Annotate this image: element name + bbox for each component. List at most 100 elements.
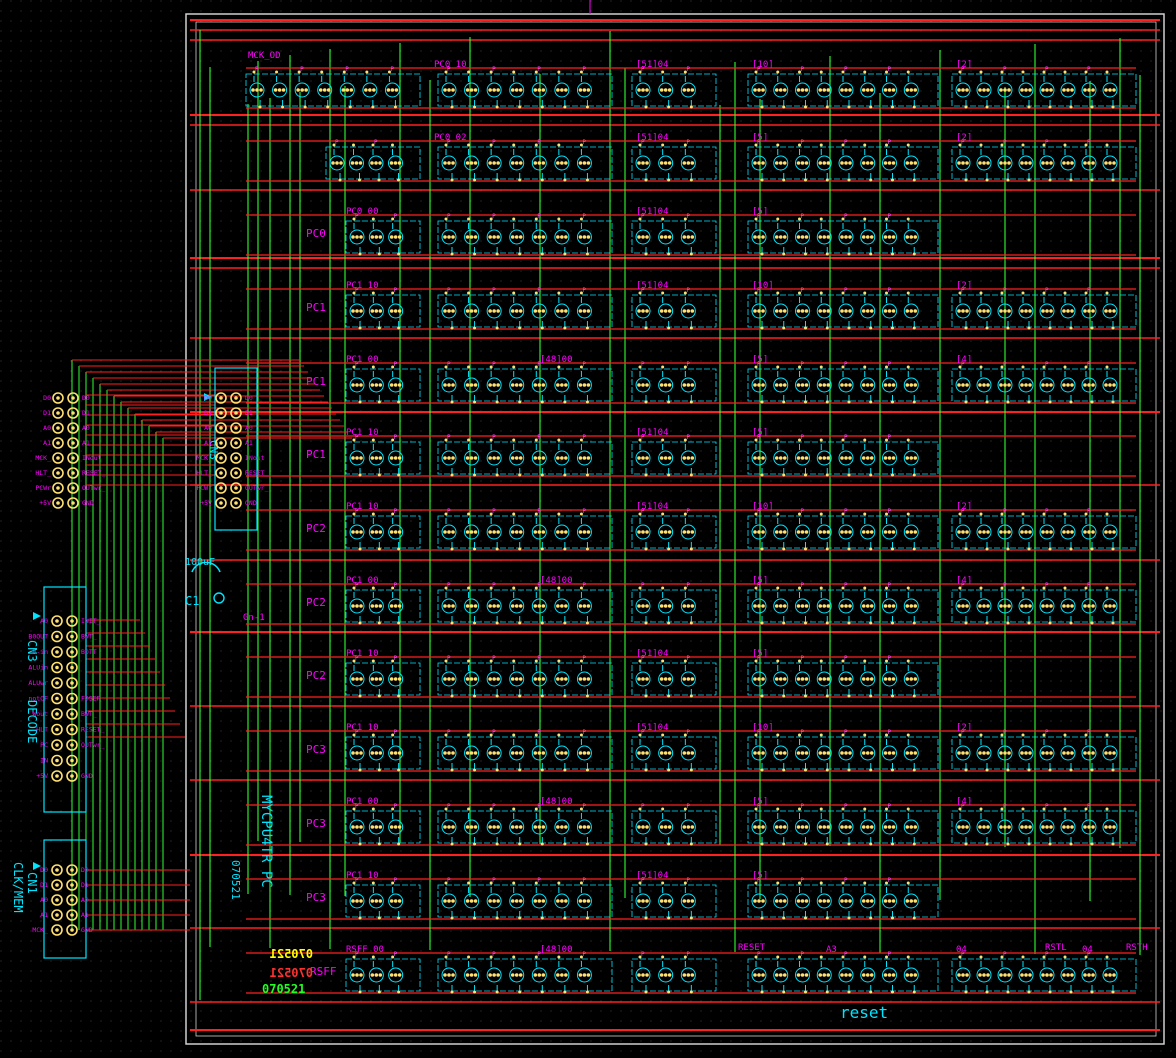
transistor-outline <box>773 229 789 245</box>
transistor-outline <box>576 524 592 540</box>
pad <box>637 751 641 755</box>
block-label: [5] <box>752 207 768 217</box>
pad <box>1063 586 1067 590</box>
transistor-outline <box>441 671 457 687</box>
pad <box>351 751 355 755</box>
pad <box>804 88 809 92</box>
pad <box>374 383 379 387</box>
pad <box>659 235 664 239</box>
pad <box>645 899 649 903</box>
transistor-outline <box>795 671 810 687</box>
transistor-outline <box>635 967 651 983</box>
connector-pin-label: notCF <box>28 695 48 703</box>
pad <box>819 659 823 663</box>
pad <box>518 825 523 829</box>
transistor-outline <box>976 967 992 983</box>
pad <box>473 161 478 165</box>
pad <box>397 161 402 165</box>
transistor-outline <box>531 967 547 983</box>
transistor-outline <box>838 967 854 983</box>
pad <box>661 365 665 369</box>
connector-pad-hole <box>234 426 238 430</box>
pad <box>518 530 523 534</box>
pad <box>840 751 844 755</box>
pad <box>391 659 395 663</box>
pad <box>667 621 671 625</box>
pad <box>303 105 307 109</box>
pad <box>556 161 560 165</box>
transistor-outline <box>486 229 502 245</box>
connector-pad <box>51 739 63 751</box>
transistor-outline <box>680 155 696 171</box>
transistor-outline <box>976 155 992 171</box>
transistor-outline <box>1039 598 1055 614</box>
pad <box>887 677 892 681</box>
block-outline <box>437 368 613 402</box>
pad <box>391 733 395 737</box>
pad <box>800 235 805 239</box>
pad <box>999 383 1003 387</box>
pad <box>825 400 829 404</box>
pad <box>473 825 478 829</box>
connector-pad-hole <box>70 883 74 887</box>
pad <box>800 825 805 829</box>
transistor-outline <box>658 671 674 687</box>
pad <box>778 530 783 534</box>
connector-pad-hole <box>219 471 223 475</box>
transistor-outline <box>816 671 832 687</box>
pad <box>397 473 401 477</box>
pad <box>847 694 851 698</box>
transistor-outline <box>388 155 403 171</box>
pad <box>798 512 801 516</box>
pad <box>1091 973 1095 977</box>
pad <box>885 143 888 147</box>
pad <box>885 807 888 811</box>
transistor-outline <box>1081 377 1097 393</box>
connector-pad <box>230 392 242 404</box>
pad <box>958 512 962 516</box>
pad <box>1084 512 1088 516</box>
pad <box>760 768 764 772</box>
pad <box>556 309 560 313</box>
pad <box>661 438 665 442</box>
pad <box>1062 751 1066 755</box>
pad <box>512 143 516 147</box>
pad <box>541 235 546 239</box>
connector-pad-hole <box>70 619 74 623</box>
pad <box>978 383 982 387</box>
pad <box>826 973 831 977</box>
pad <box>644 400 648 404</box>
pad <box>492 677 496 681</box>
pad <box>252 70 256 74</box>
pad <box>800 456 805 460</box>
pin-label: P <box>844 361 848 368</box>
header-pin-label: PCWr <box>35 484 51 492</box>
pin-label: P <box>1087 803 1091 810</box>
pad <box>778 456 783 460</box>
block-label: PC1 00 <box>346 355 379 365</box>
pad <box>1104 530 1108 534</box>
pad <box>822 383 827 387</box>
pad <box>1007 383 1011 387</box>
pad <box>1000 291 1004 295</box>
pad <box>891 161 896 165</box>
pad <box>397 825 402 829</box>
pad <box>397 178 400 182</box>
pad <box>391 881 395 885</box>
pad <box>563 621 567 625</box>
pad <box>645 235 649 239</box>
pad <box>686 677 691 681</box>
pad <box>958 365 962 369</box>
transistor-outline <box>388 524 404 540</box>
pad <box>557 70 561 74</box>
pin-label: P <box>394 213 398 220</box>
block-outline <box>951 294 1137 328</box>
pad <box>804 326 807 330</box>
pad <box>761 825 765 829</box>
pad <box>667 473 671 477</box>
pad <box>645 456 649 460</box>
block-outline <box>631 294 717 328</box>
connector-pin-label: OUTwr_ <box>245 484 269 492</box>
pad <box>957 530 961 534</box>
